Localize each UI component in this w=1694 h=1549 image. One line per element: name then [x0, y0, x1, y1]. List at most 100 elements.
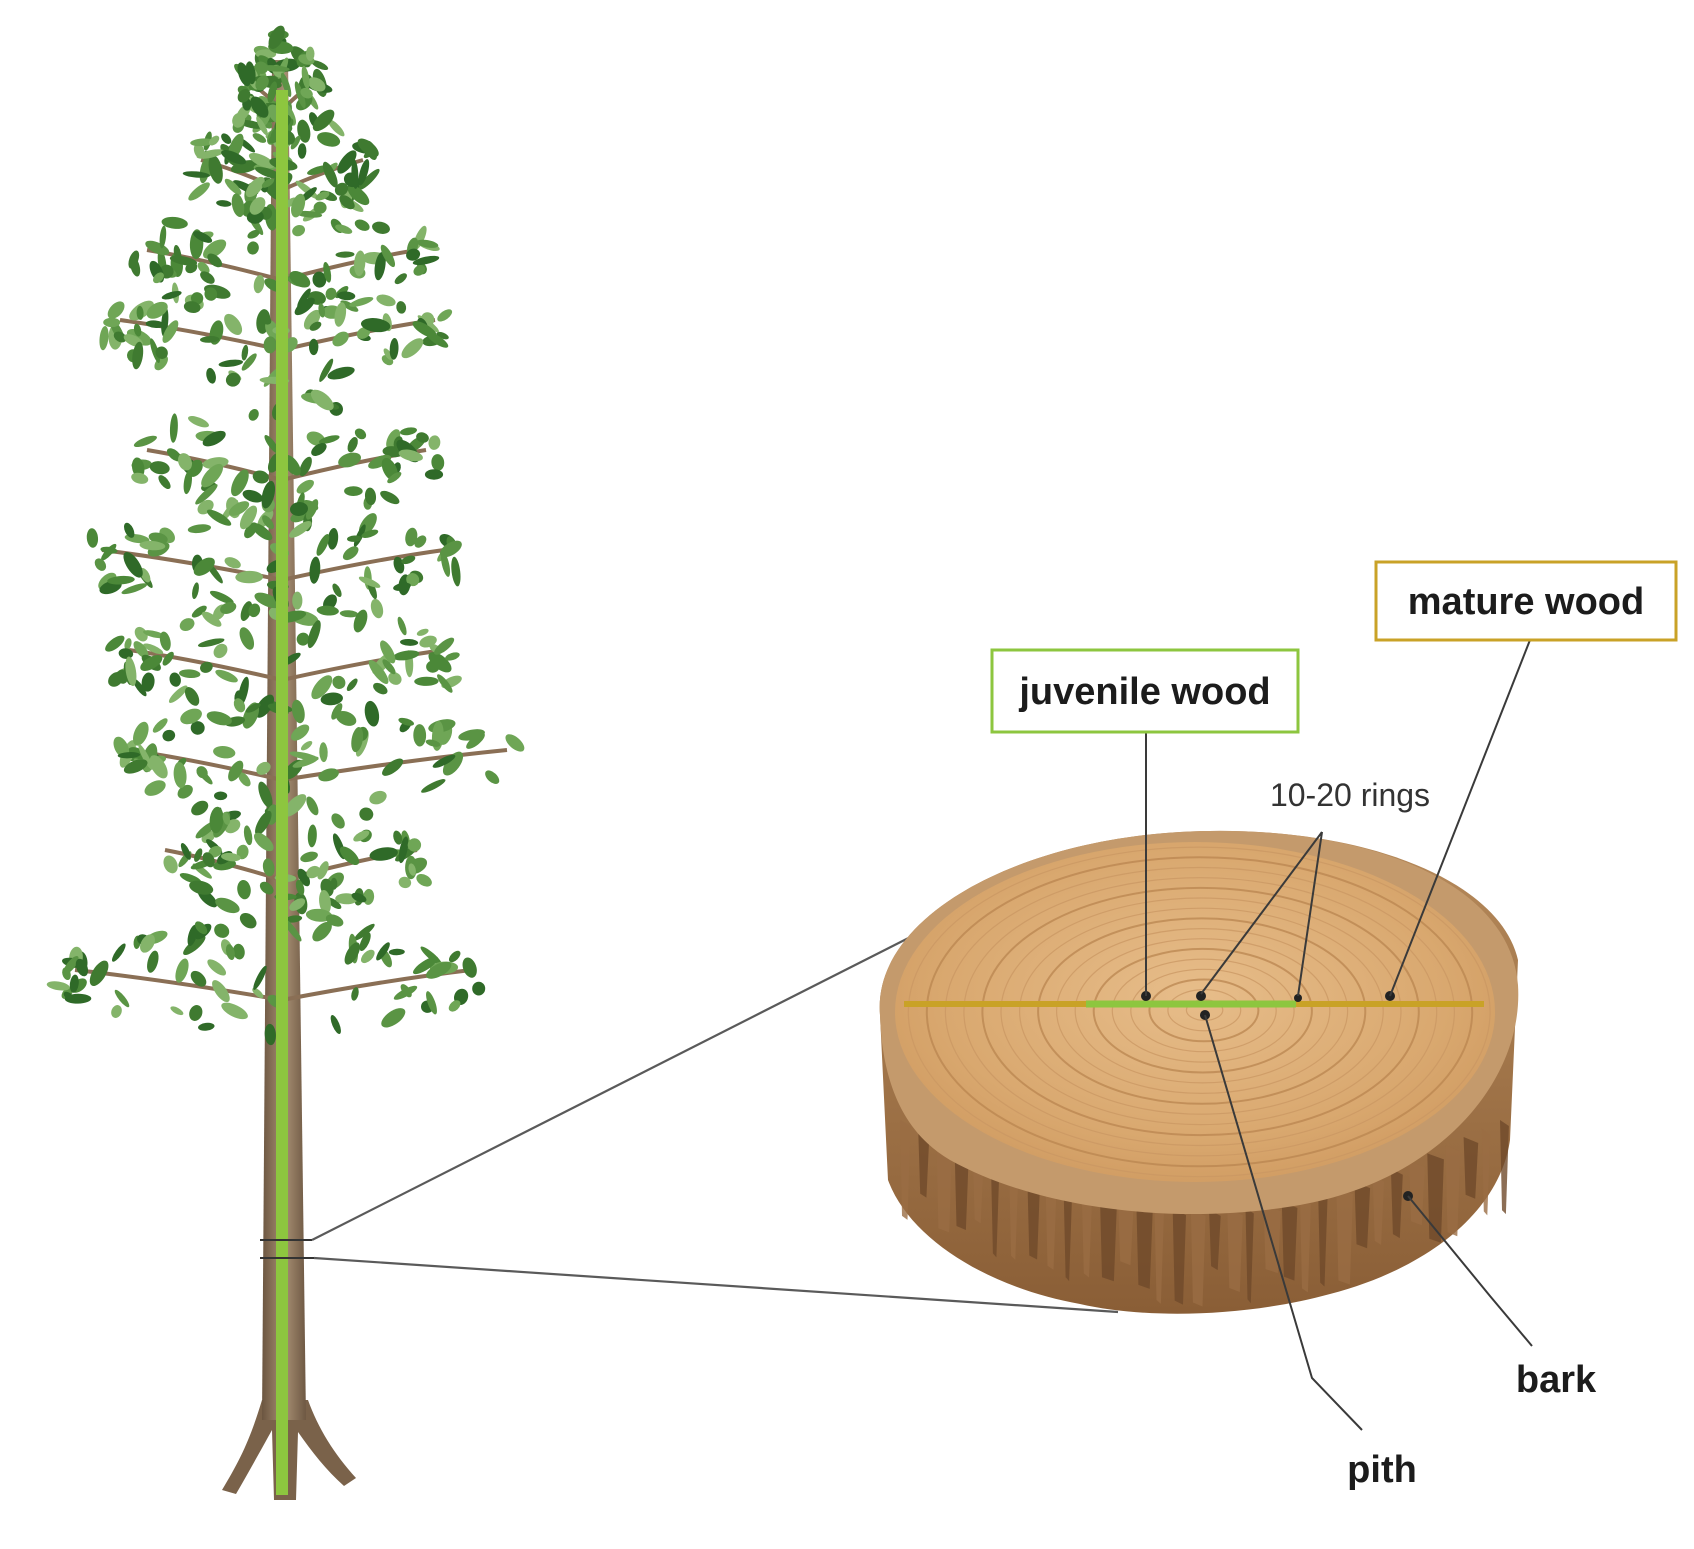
needle-cluster [63, 991, 75, 1002]
needle-cluster [233, 698, 246, 713]
bark-ridge [1390, 1168, 1403, 1239]
needle-cluster [347, 437, 358, 453]
needle-cluster [232, 112, 246, 128]
needle-cluster [436, 331, 449, 340]
needle-cluster [309, 556, 321, 584]
needle-cluster [330, 1015, 341, 1034]
branch [281, 648, 445, 682]
needle-cluster [200, 336, 220, 343]
needle-cluster [337, 291, 356, 301]
needle-cluster [401, 338, 424, 359]
needle-cluster [428, 435, 441, 450]
needle-cluster [133, 435, 157, 448]
needle-cluster [318, 303, 326, 318]
needle-cluster [342, 546, 359, 561]
needle-cluster [193, 231, 213, 243]
needle-cluster [439, 540, 462, 558]
needle-cluster [200, 661, 213, 673]
bark-ridge [1318, 1193, 1328, 1287]
needle-cluster [255, 75, 269, 91]
needle-cluster [94, 558, 107, 571]
needle-cluster [148, 532, 168, 544]
needle-cluster [190, 721, 205, 735]
log-cross-section [879, 830, 1519, 1314]
needle-cluster [325, 914, 344, 927]
juvenile-wood-label-box: juvenile wood [990, 648, 1300, 734]
needle-cluster [195, 484, 218, 505]
needle-cluster [264, 435, 280, 454]
needle-cluster [121, 583, 148, 595]
needle-cluster [307, 824, 317, 848]
bark-ridge [1209, 1209, 1221, 1271]
needle-cluster [320, 692, 343, 706]
needle-cluster [437, 674, 453, 693]
needle-cluster [267, 81, 278, 103]
needle-cluster [300, 87, 313, 99]
bark-ridge [936, 1137, 953, 1233]
needle-cluster [237, 62, 251, 87]
bark-label: bark [1516, 1359, 1597, 1401]
needle-cluster [347, 185, 370, 206]
bark-ridge [1245, 1207, 1254, 1304]
needle-cluster [319, 435, 340, 444]
needle-cluster [252, 470, 269, 484]
needle-cluster [140, 567, 151, 583]
needle-cluster [353, 830, 370, 842]
needle-cluster [357, 138, 379, 158]
mature-wood-label-box: mature wood [1374, 560, 1678, 642]
needle-cluster [311, 60, 329, 71]
needle-cluster [401, 555, 416, 565]
needle-cluster [215, 669, 238, 683]
needle-cluster [305, 46, 315, 61]
needle-cluster [249, 197, 266, 215]
needle-cluster [222, 811, 231, 825]
needle-cluster [225, 372, 241, 387]
needle-cluster [303, 309, 321, 330]
bark-ridge [1154, 1207, 1164, 1304]
needle-cluster [351, 727, 364, 753]
needle-cluster [197, 638, 225, 648]
needle-cluster [149, 461, 170, 475]
needle-cluster [201, 463, 224, 488]
needle-cluster [295, 879, 305, 896]
needle-cluster [347, 535, 362, 542]
needle-cluster [262, 858, 275, 877]
needle-cluster [327, 527, 339, 550]
needle-cluster [161, 216, 188, 229]
needle-cluster [300, 851, 318, 863]
needle-cluster [125, 656, 137, 687]
needle-cluster [130, 256, 141, 277]
needle-cluster [175, 958, 189, 983]
needle-cluster [248, 603, 261, 618]
needle-cluster [297, 868, 310, 887]
bark-ridge [1427, 1153, 1444, 1243]
needle-cluster [213, 643, 228, 659]
branch [281, 548, 445, 582]
mature-wood-label: mature wood [1408, 581, 1644, 623]
needle-cluster [416, 432, 429, 443]
needle-cluster [421, 779, 446, 793]
needle-cluster [253, 832, 274, 852]
growth-ring [1037, 917, 1367, 1105]
needle-cluster [162, 729, 176, 742]
needle-cluster [451, 556, 461, 587]
bark-ridge [1500, 1120, 1509, 1215]
needle-cluster [261, 178, 275, 188]
needle-cluster [149, 755, 168, 779]
needle-cluster [392, 650, 420, 661]
needle-cluster [351, 159, 359, 189]
needle-cluster [183, 470, 192, 495]
needle-cluster [285, 915, 303, 923]
needle-cluster [256, 761, 271, 775]
growth-ring [1148, 978, 1260, 1043]
needle-cluster [237, 89, 251, 103]
needle-cluster [337, 150, 357, 174]
needle-cluster [340, 300, 359, 312]
needle-cluster [315, 191, 330, 201]
needle-cluster [197, 261, 210, 274]
needle-cluster [426, 991, 437, 1015]
needle-cluster [291, 699, 305, 724]
needle-cluster [183, 935, 206, 956]
